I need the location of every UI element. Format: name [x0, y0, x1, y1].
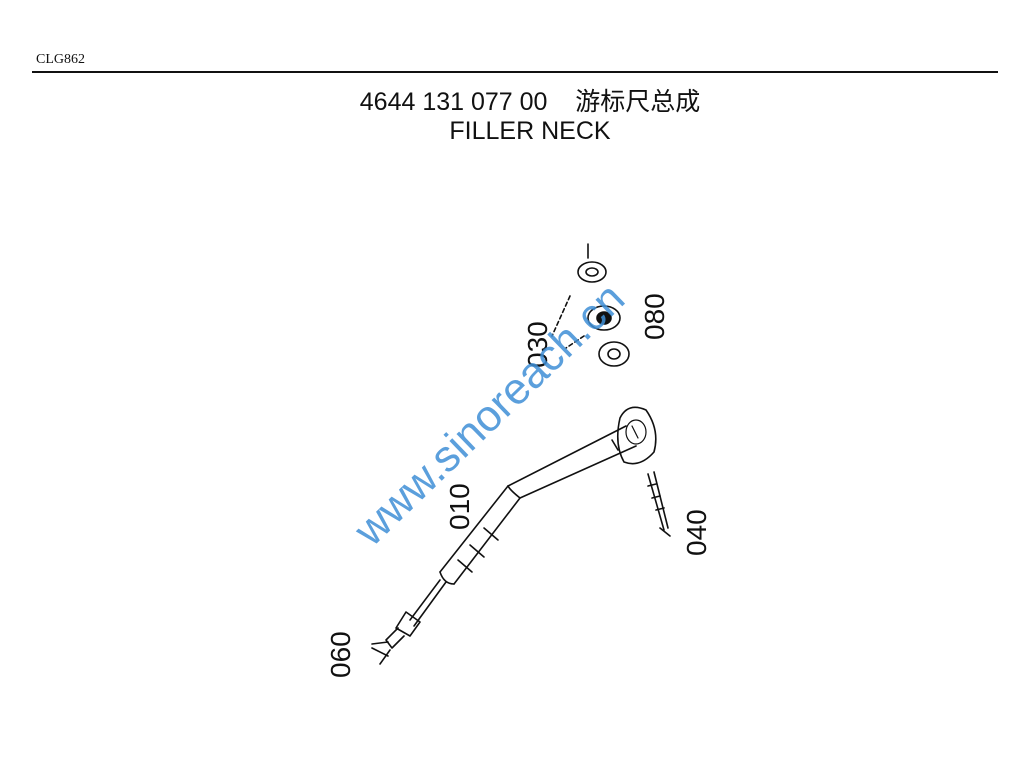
bolt-part	[647, 471, 671, 537]
callout-010: 010	[444, 483, 475, 530]
part-name-title: FILLER NECK	[449, 117, 611, 145]
part-number-title: 4644 131 077 00 游标尺总成	[359, 88, 701, 116]
model-code: CLG862	[36, 52, 85, 67]
callout-060: 060	[325, 631, 356, 678]
watermark-text: www.sinoreach.cn	[344, 274, 634, 556]
dipstick-rod-part	[371, 579, 447, 665]
callout-040: 040	[681, 509, 712, 556]
callout-080: 080	[639, 293, 670, 340]
callout-030: 030	[522, 321, 553, 368]
cap-stack-part	[551, 243, 630, 367]
header-rule	[32, 71, 998, 73]
filler-tube-part	[439, 406, 657, 585]
